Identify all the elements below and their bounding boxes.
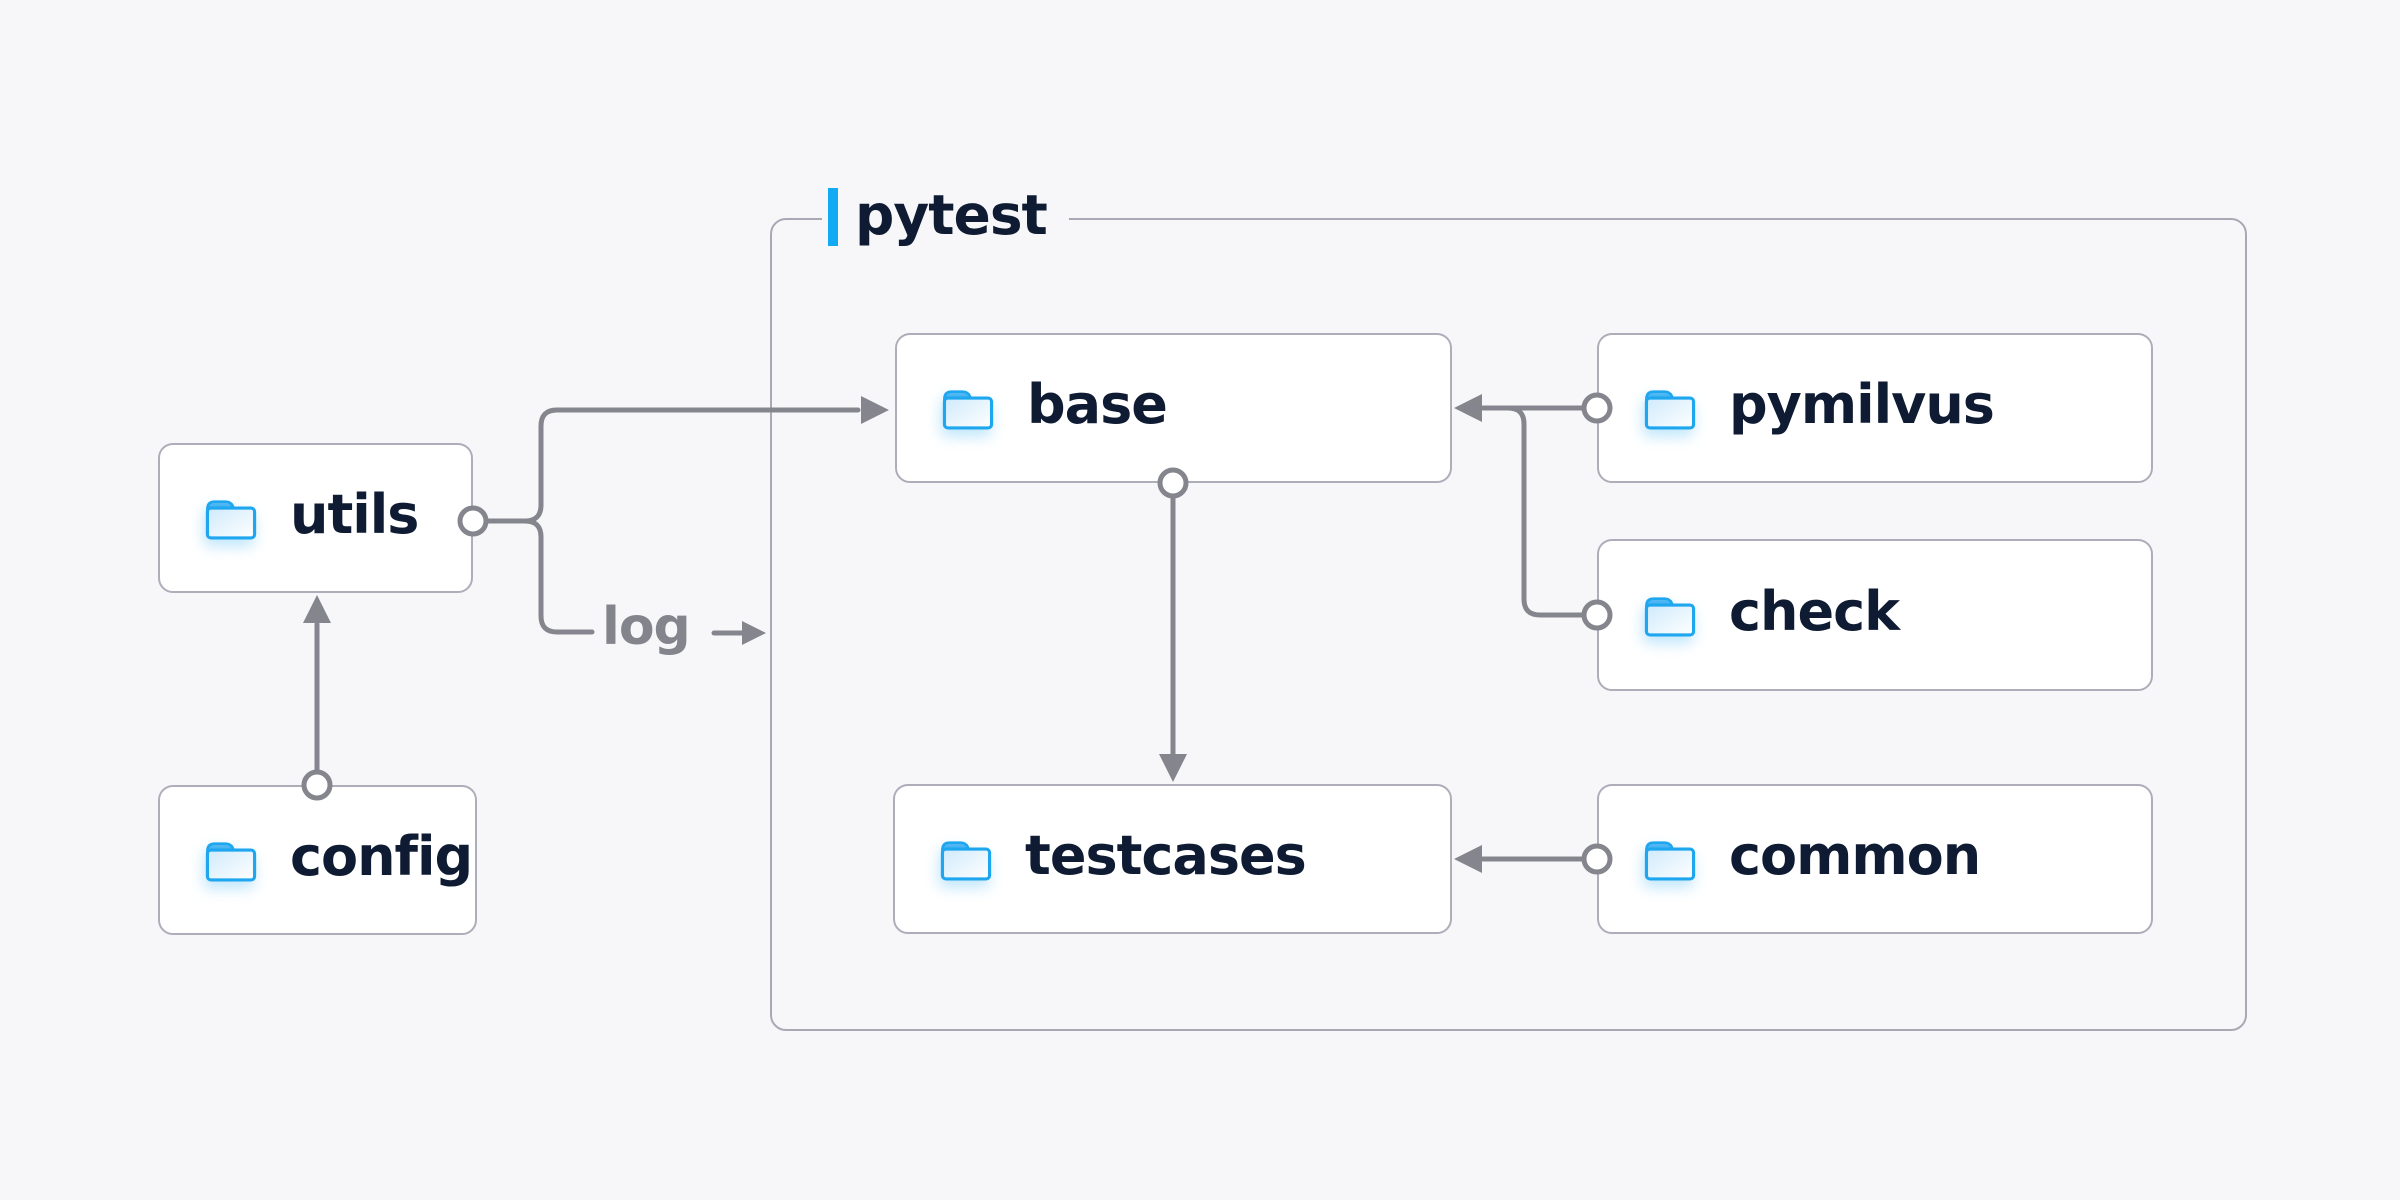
node-label: utils — [290, 483, 419, 546]
node-base: base — [895, 333, 1452, 483]
edge-utils-log — [522, 518, 595, 635]
node-check: check — [1597, 539, 2153, 691]
folder-icon — [940, 841, 992, 881]
node-config: config — [158, 785, 477, 935]
node-label: base — [1027, 373, 1168, 436]
node-pymilvus: pymilvus — [1597, 333, 2153, 483]
pytest-group-box — [770, 218, 2247, 1031]
folder-icon — [1644, 597, 1696, 637]
node-label: testcases — [1025, 824, 1307, 887]
node-testcases: testcases — [893, 784, 1452, 934]
node-utils: utils — [158, 443, 473, 593]
accent-bar — [828, 188, 838, 246]
arrowhead-into-utils — [303, 595, 331, 623]
log-arrowhead — [742, 621, 766, 645]
group-title: pytest — [855, 182, 1048, 247]
node-label: config — [290, 825, 473, 888]
log-edge-label: log — [602, 597, 691, 657]
folder-icon — [942, 390, 994, 430]
folder-icon — [205, 500, 257, 540]
pytest-group-label: pytest — [822, 186, 1069, 248]
node-label: common — [1729, 824, 1981, 887]
folder-icon — [205, 842, 257, 882]
folder-icon — [1644, 841, 1696, 881]
node-common: common — [1597, 784, 2153, 934]
folder-icon — [1644, 390, 1696, 430]
node-label: pymilvus — [1729, 373, 1995, 436]
node-label: check — [1729, 580, 1900, 643]
